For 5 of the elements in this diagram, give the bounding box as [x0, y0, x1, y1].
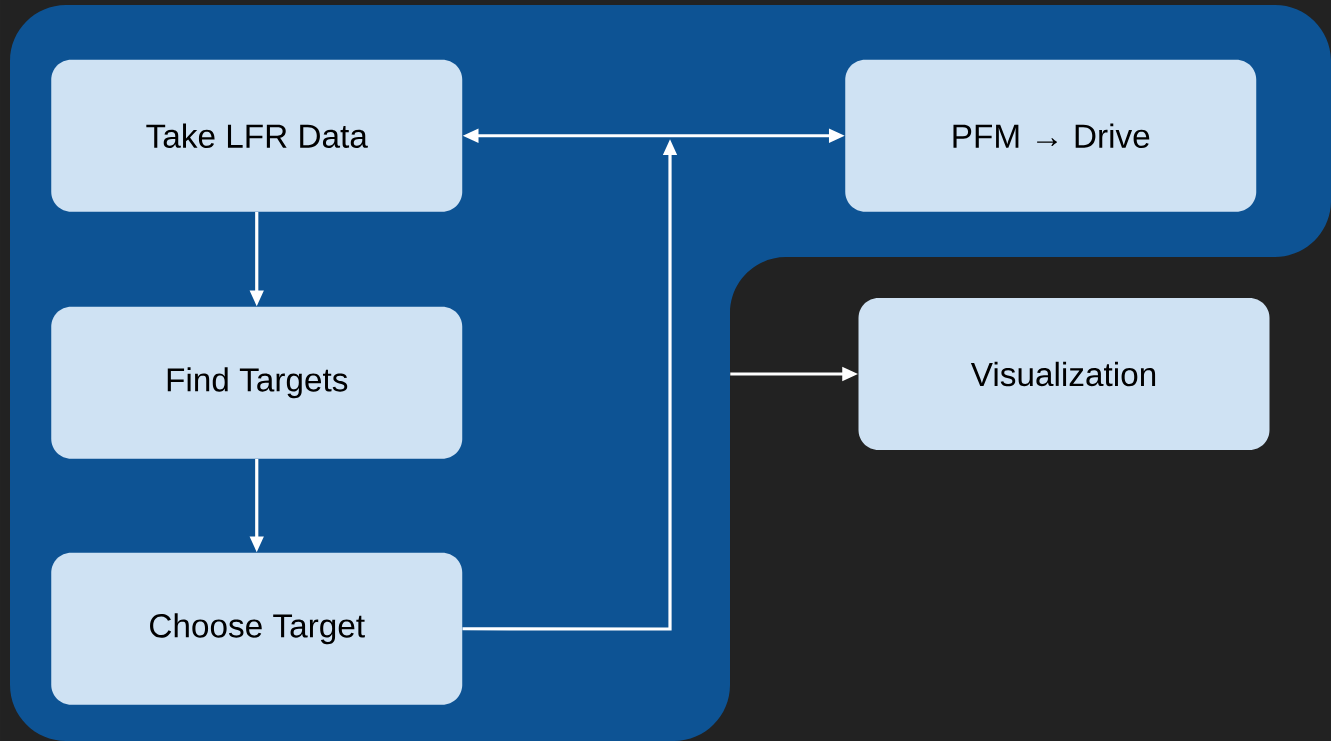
process-box: Take LFR Data	[51, 59, 463, 212]
process-box: Choose Target	[51, 552, 463, 705]
process-box: Visualization	[858, 298, 1270, 450]
process-box: Find Targets	[51, 306, 463, 459]
process-box: PFM → Drive	[845, 59, 1257, 212]
